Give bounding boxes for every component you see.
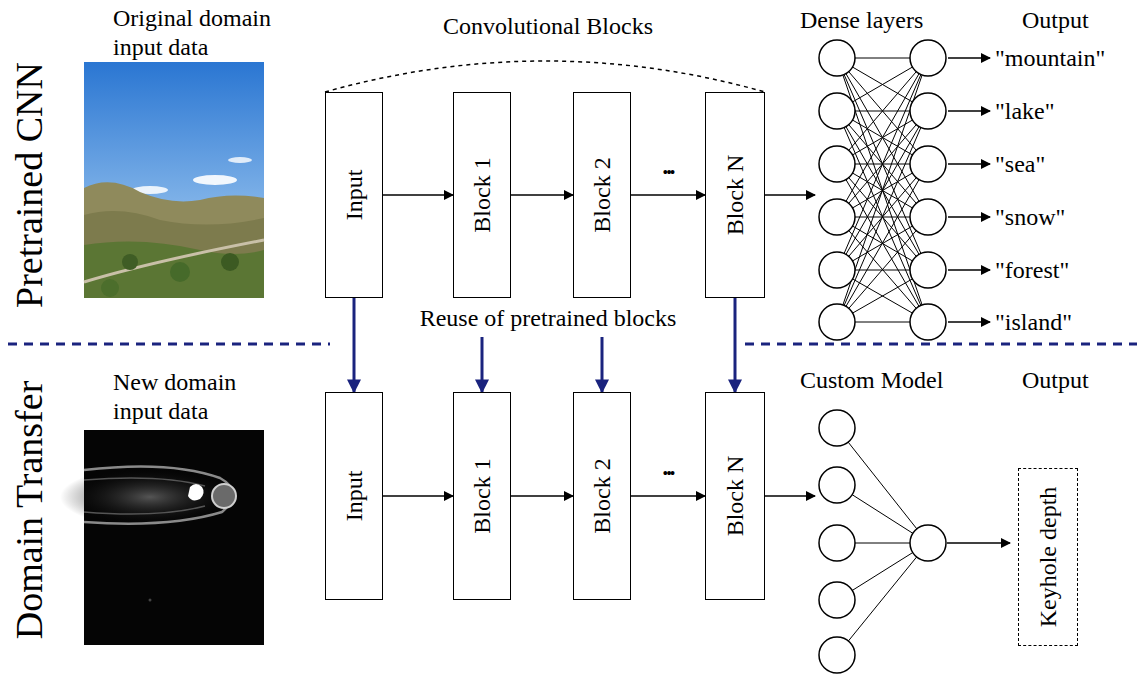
output-arrow — [948, 110, 990, 112]
neuron — [819, 582, 855, 618]
dense-link — [855, 58, 910, 59]
section-title: Pretrained CNN — [7, 62, 53, 308]
neuron — [910, 93, 946, 129]
reuse-arrow — [734, 298, 737, 392]
neuron — [910, 199, 946, 235]
block-label: Block 2 — [590, 157, 614, 232]
layer-title: Dense layers — [800, 6, 923, 35]
output-box: Keyhole depth — [1018, 468, 1078, 646]
model-title: Custom Model — [800, 366, 943, 395]
neuron — [910, 525, 946, 561]
ellipsis-mark: ••• — [663, 165, 674, 181]
image-caption: New domain input data — [113, 368, 263, 426]
dense-link — [853, 279, 913, 313]
flow-arrow — [631, 495, 705, 497]
output-arrow — [948, 57, 990, 59]
separator-line — [745, 343, 1137, 346]
dense-link — [846, 74, 919, 202]
group-title: Convolutional Blocks — [443, 12, 653, 41]
neuron — [819, 146, 855, 182]
neuron — [819, 410, 855, 446]
transfer-note: Reuse of pretrained blocks — [414, 298, 683, 337]
block-label: Block 1 — [470, 157, 494, 232]
conv-block: Block N — [705, 92, 765, 298]
custom-link — [848, 442, 917, 529]
neuron — [819, 304, 855, 340]
dense-link — [849, 231, 916, 309]
neuron — [910, 252, 946, 288]
class-label: "island" — [995, 308, 1072, 337]
output-arrow — [948, 269, 990, 271]
neuron — [819, 637, 855, 673]
separator-line — [8, 343, 330, 346]
dense-link — [853, 67, 913, 102]
conv-block: Input — [325, 92, 383, 298]
dense-link — [849, 72, 917, 151]
block-label: Block 1 — [470, 458, 494, 533]
neuron — [819, 467, 855, 503]
block-label: Block 2 — [590, 458, 614, 533]
neuron — [819, 93, 855, 129]
class-label: "mountain" — [995, 44, 1105, 73]
reuse-arrow — [353, 298, 356, 392]
neuron — [819, 199, 855, 235]
conv-block: Input — [325, 392, 383, 600]
flow-arrow — [947, 542, 1010, 544]
custom-link — [848, 557, 916, 641]
block-label: Input — [342, 170, 366, 221]
flow-arrow — [383, 194, 453, 196]
conv-block: Block 1 — [453, 392, 511, 600]
output-arrow — [948, 163, 990, 165]
flow-arrow — [765, 495, 815, 497]
dense-link — [849, 72, 917, 151]
conv-block: Block 2 — [573, 392, 631, 600]
dense-link — [853, 67, 913, 102]
dense-link — [853, 279, 913, 313]
ellipsis-mark: ••• — [663, 466, 674, 482]
neuron — [819, 40, 855, 76]
class-label: "snow" — [995, 203, 1065, 232]
output-arrow — [948, 321, 990, 323]
keyhole-image — [60, 430, 264, 645]
class-label: "lake" — [995, 97, 1055, 126]
dense-link — [855, 322, 910, 323]
image-caption: Original domain input data — [113, 4, 303, 62]
landscape-photo — [84, 62, 264, 298]
dense-link — [846, 74, 919, 202]
conv-block: Block 1 — [453, 92, 511, 298]
block-label: Block N — [723, 155, 747, 236]
block-label: Block N — [723, 456, 747, 537]
output-title: Output — [1022, 6, 1089, 35]
flow-arrow — [511, 194, 573, 196]
neuron — [819, 525, 855, 561]
custom-link — [852, 553, 912, 591]
neuron — [910, 40, 946, 76]
section-title: Domain Transfer — [7, 381, 53, 640]
flow-arrow — [631, 194, 705, 196]
flow-arrow — [383, 495, 453, 497]
dashed-bracket — [325, 61, 765, 92]
dense-link — [846, 180, 919, 307]
block-label: Input — [342, 471, 366, 522]
neuron — [819, 252, 855, 288]
conv-block: Block 2 — [573, 92, 631, 298]
output-title: Output — [1022, 366, 1089, 395]
custom-link — [855, 543, 910, 544]
flow-arrow — [511, 495, 573, 497]
neuron — [910, 146, 946, 182]
conv-block: Block N — [705, 392, 765, 600]
block-label: Keyhole depth — [1036, 487, 1060, 628]
neuron — [910, 304, 946, 340]
custom-link — [852, 495, 913, 534]
output-arrow — [948, 216, 990, 218]
flow-arrow — [765, 194, 815, 196]
dense-link — [846, 180, 919, 307]
class-label: "sea" — [995, 150, 1045, 179]
class-label: "forest" — [995, 256, 1069, 285]
